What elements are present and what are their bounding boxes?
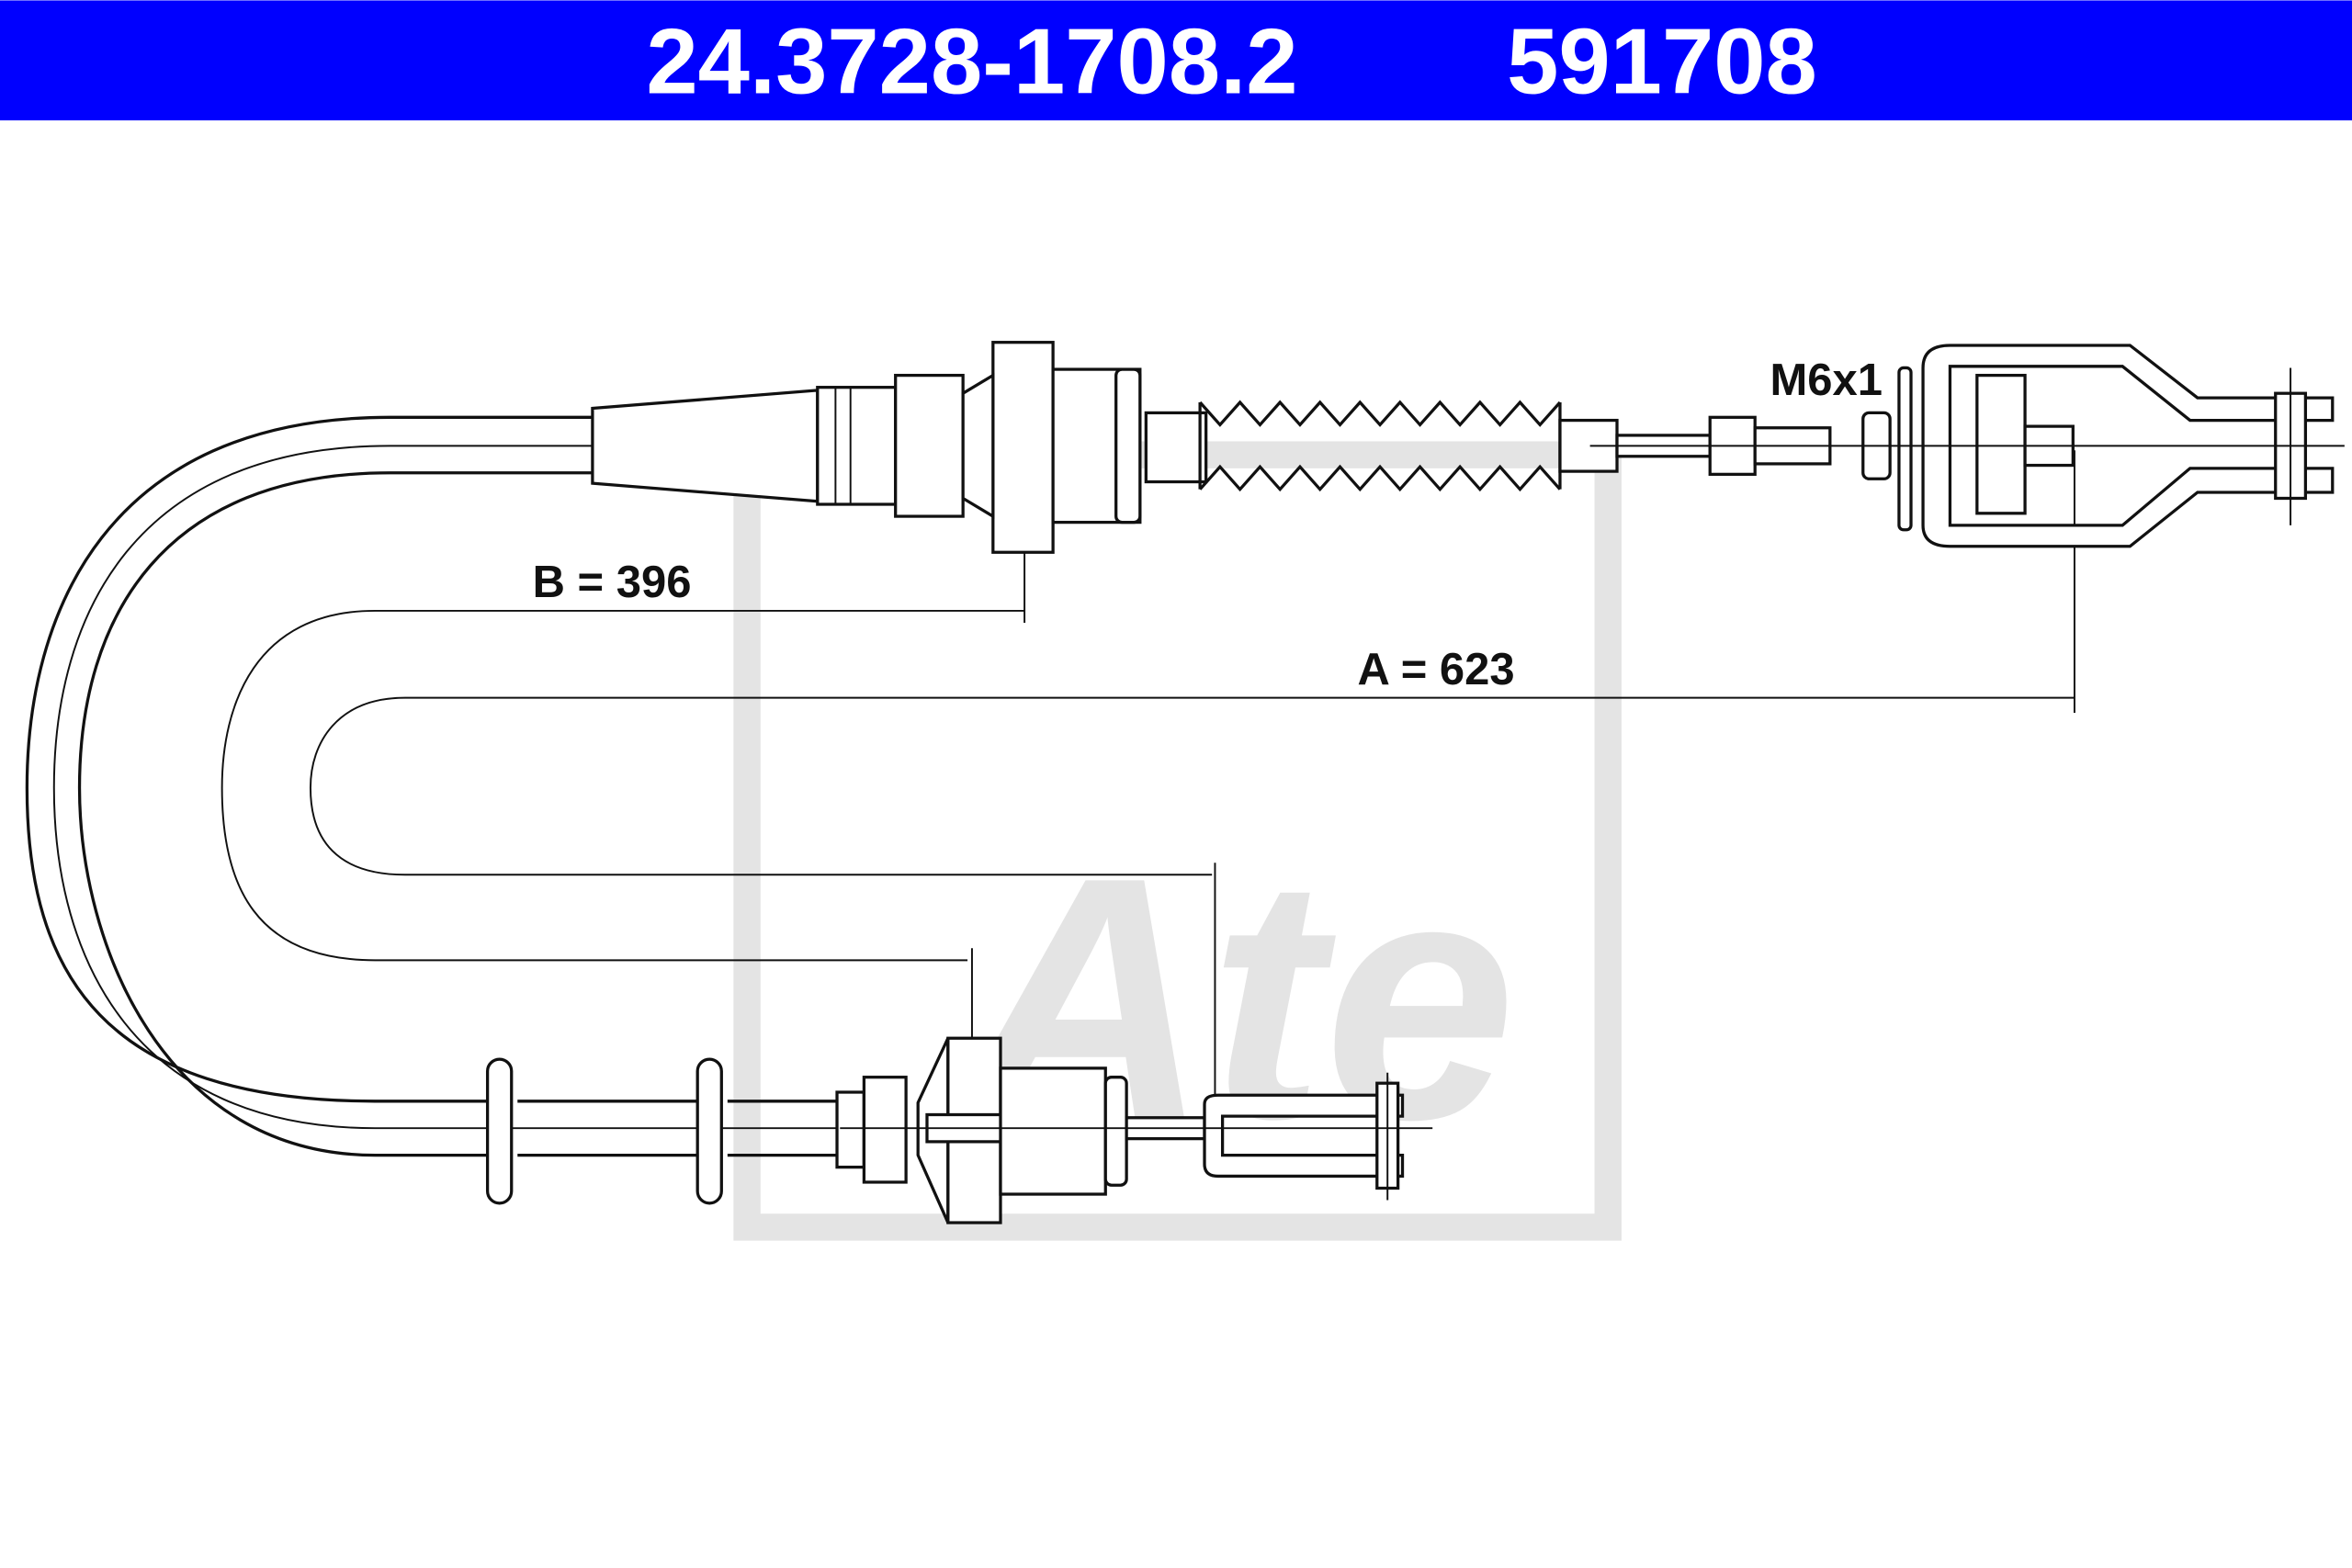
bellows-bottom-edge (1198, 464, 1562, 492)
dimension-b-label: B = 396 (533, 558, 692, 607)
bottom-fitting (485, 1036, 1433, 1224)
dimension-a-label: A = 623 (1358, 645, 1515, 694)
header-bar (0, 0, 2352, 121)
cable-sheath (25, 415, 841, 1157)
ref-number: 591708 (1507, 10, 1817, 114)
part-number: 24.3728-1708.2 (646, 10, 1297, 114)
dimension-b (220, 547, 1026, 1051)
dimension-a (309, 450, 2075, 1103)
thread-label: M6x1 (1770, 355, 1883, 405)
top-fitting (591, 341, 2345, 554)
bellows-top-edge (1198, 400, 1562, 427)
